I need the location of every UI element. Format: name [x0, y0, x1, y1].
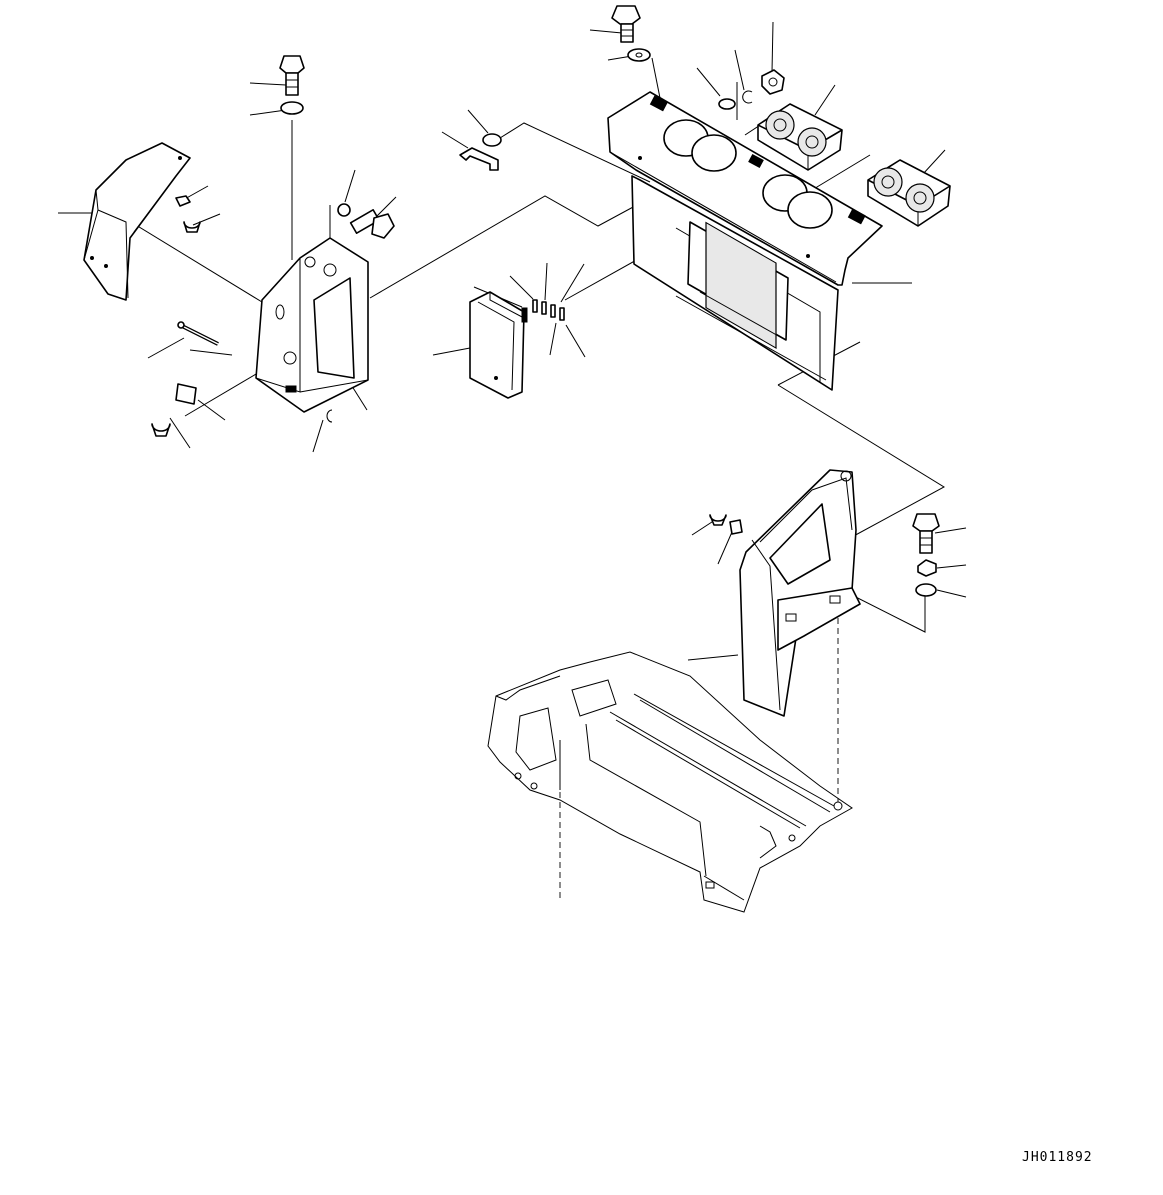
speaker-unit-2	[867, 159, 951, 227]
washer-bracket	[337, 203, 351, 217]
nut-top	[761, 69, 785, 95]
clip-square	[175, 195, 191, 207]
grommet-bracket-left	[151, 423, 171, 437]
right-side-pillar	[739, 469, 861, 717]
floor-frame	[487, 651, 853, 913]
bolt-top	[611, 5, 641, 43]
clip-bracket-left	[175, 383, 197, 405]
nut-top-hole	[768, 77, 778, 87]
speaker-unit-1	[757, 103, 843, 171]
washer-top-hole	[635, 52, 643, 58]
bolt-right	[912, 513, 940, 554]
washer-top	[627, 48, 651, 62]
grommet-left	[183, 221, 201, 233]
grommet-pillar	[709, 514, 727, 526]
long-pin	[177, 321, 219, 346]
drawing-code: JH011892	[1022, 1150, 1093, 1165]
small-clips	[521, 299, 565, 323]
assembly-lines	[107, 57, 945, 633]
upper-cover-panel	[607, 91, 883, 391]
washer-left	[280, 101, 304, 115]
clip-c-bracket	[326, 409, 333, 423]
washer-rod	[482, 133, 502, 147]
bent-rod	[459, 147, 499, 171]
control-module	[469, 291, 525, 399]
washer-small-a	[718, 98, 736, 110]
left-bracket-box	[255, 237, 369, 413]
bolt-left	[279, 55, 305, 96]
bolt-bracket-side	[349, 209, 395, 239]
clip-c-top	[742, 90, 753, 104]
nut-right	[917, 559, 937, 577]
left-side-cover	[83, 142, 191, 301]
washer-right	[915, 583, 937, 597]
clip-pillar	[729, 519, 743, 535]
